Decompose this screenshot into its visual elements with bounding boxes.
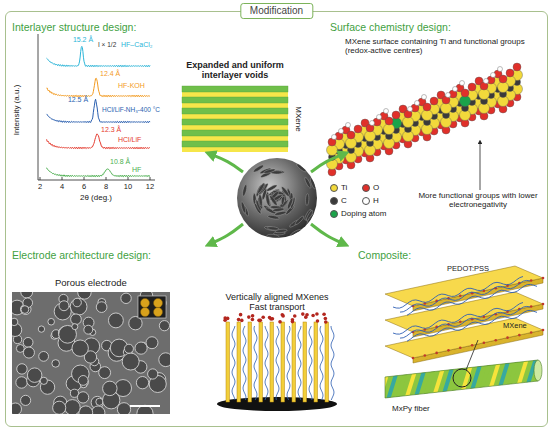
caption-text: Porous electrode [55,278,127,289]
interlayer-stripes [182,86,288,147]
caption-text: Vertically aligned MXenes Fast transport [216,292,338,312]
atom-swatch [362,197,370,205]
scale-bar [130,405,160,407]
curve-label: HF–CaCl₂ [121,41,153,49]
material-label: MXene [294,106,303,131]
caption-text: Expanded and uniform interlayer voids [176,60,294,80]
sphere-flakes [240,163,316,238]
peak-label: 12.3 Å [101,126,121,134]
peak-label: 15.2 Å [73,36,93,44]
section-heading: Surface chemistry design: [330,22,451,34]
leader-arrow [480,142,481,190]
tick-label: 4 [60,183,64,191]
peak-label: 12.4 Å [100,70,120,78]
scale-note: I × 1/2 [98,41,116,48]
legend-item: Doping atom [330,209,386,218]
mxene-sphere [237,158,317,238]
sphere-inset [138,296,166,318]
annotation: More functional groups with lower electr… [416,192,541,210]
section-heading: Composite: [358,250,411,262]
material-label: MXene [503,322,527,330]
atomic-structure [327,63,523,176]
atom-swatch [330,210,338,218]
legend-item: H [362,196,379,205]
curve-label: HCl/LiF [118,136,141,144]
section-heading: Electrode architecture design: [12,250,151,262]
atom-swatch [330,197,338,205]
legend-label: O [373,183,379,192]
caption-text: MXene surface containing Ti and function… [345,38,540,56]
curve-label: HF-KOH [118,82,145,90]
composite-layers [385,266,544,363]
axis-title: 2θ (deg.) [80,194,112,203]
vertical-mxenes [223,312,334,402]
tick-label: 8 [104,183,108,191]
material-label: MxPy fiber [392,405,430,414]
tick-label: 10 [124,183,132,191]
tick-label: 6 [82,183,86,191]
legend-item: C [330,196,347,205]
legend-item: O [362,183,379,192]
modification-arrows [210,154,344,244]
sem-image [12,292,170,414]
peak-label: 12.5 Å [68,96,88,104]
legend-label: Doping atom [341,209,386,218]
section-heading: Interlayer structure design: [12,22,136,34]
atom-swatch [362,184,370,192]
material-label: PEDOT:PSS [447,265,489,273]
legend-item: Ti [330,183,347,192]
legend-label: C [341,196,347,205]
tick-label: 2 [38,183,42,191]
tick-label: 12 [146,183,154,191]
legend-label: H [373,196,379,205]
interlayer-stack [182,86,288,152]
legend-label: Ti [341,183,347,192]
panel-title: Modification [240,3,313,19]
atom-swatch [330,184,338,192]
axis-title: Intensity (a.u.) [13,85,22,136]
porous-texture [12,292,170,414]
peak-label: 10.8 Å [110,158,130,166]
frame-box: Modification [5,11,548,427]
fiber [370,340,554,405]
curve-label: HCl/LiF-NH₃-400 °C [102,106,160,113]
curve-label: HF [132,166,141,174]
